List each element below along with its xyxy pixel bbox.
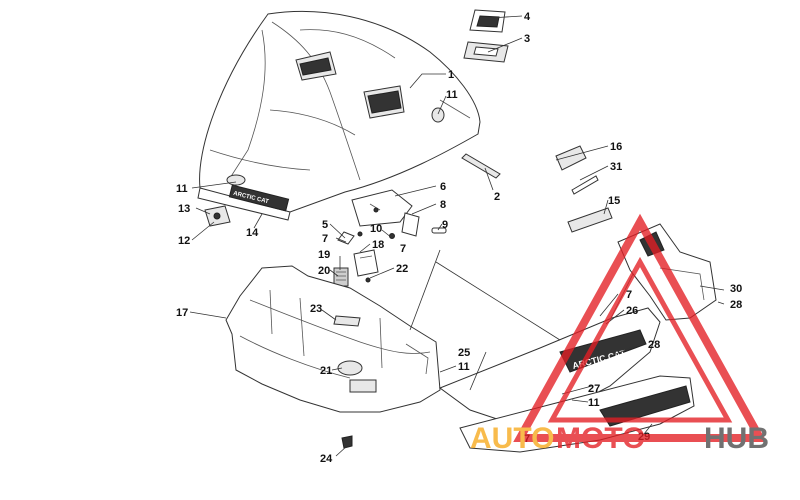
callout-20: 20 (318, 265, 330, 277)
vent-gasket (463, 41, 509, 63)
callout-11-hood-right: 11 (446, 89, 458, 101)
callout-25: 25 (458, 347, 470, 359)
callout-7-panel: 7 (626, 289, 632, 301)
callout-15: 15 (608, 195, 620, 207)
callout-24: 24 (320, 453, 333, 465)
callout-31: 31 (610, 161, 622, 173)
callout-26: 26 (626, 305, 638, 317)
watermark-word-auto: AUTO (470, 422, 554, 455)
callout-13: 13 (178, 203, 190, 215)
callout-labels: 4 3 1 11 2 11 13 12 14 6 8 9 5 10 7 7 18… (176, 11, 742, 465)
callout-21: 21 (320, 365, 332, 377)
callout-5: 5 (322, 219, 328, 231)
callout-28-upper: 28 (730, 299, 742, 311)
callout-12: 12 (178, 235, 190, 247)
callout-7-center: 7 (400, 243, 406, 255)
callout-16: 16 (610, 141, 622, 153)
watermark-triangle-inner (547, 256, 733, 423)
callout-14: 14 (246, 227, 259, 239)
callout-27: 27 (588, 383, 600, 395)
callout-3: 3 (524, 33, 530, 45)
hood-vent (469, 9, 506, 33)
callout-28-panel: 28 (648, 339, 660, 351)
callout-19: 19 (318, 249, 330, 261)
callout-17: 17 (176, 307, 188, 319)
watermark-word-hub: HUB (704, 422, 769, 455)
callout-11-panel: 11 (588, 397, 600, 409)
callout-7-left: 7 (322, 233, 328, 245)
watermark-triangle-outer (513, 213, 767, 442)
callout-10: 10 (370, 223, 382, 235)
callout-4: 4 (524, 11, 531, 23)
callout-22: 22 (396, 263, 408, 275)
callout-11-bin: 11 (458, 361, 470, 373)
bracket-clamp (333, 249, 379, 287)
storage-accessories (555, 145, 613, 233)
callout-1: 1 (448, 69, 454, 81)
automotohub-watermark: AUTO MOTO HUB (470, 213, 769, 455)
watermark-word-moto: MOTO (556, 422, 645, 455)
callout-18: 18 (372, 239, 384, 251)
hood-assembly: ARCTIC CAT (197, 10, 481, 221)
hood-bracket (351, 189, 413, 227)
callout-6: 6 (440, 181, 446, 193)
callout-8: 8 (440, 199, 446, 211)
callout-23: 23 (310, 303, 322, 315)
storage-bin (225, 265, 441, 449)
callout-2: 2 (494, 191, 500, 203)
side-panel: ARCTIC CAT (438, 259, 695, 453)
callout-11-hood-left: 11 (176, 183, 188, 195)
hood-latch (204, 205, 231, 227)
callout-9: 9 (442, 219, 448, 231)
leader-lines (189, 15, 725, 457)
support-rod (461, 153, 501, 179)
callout-30: 30 (730, 283, 742, 295)
